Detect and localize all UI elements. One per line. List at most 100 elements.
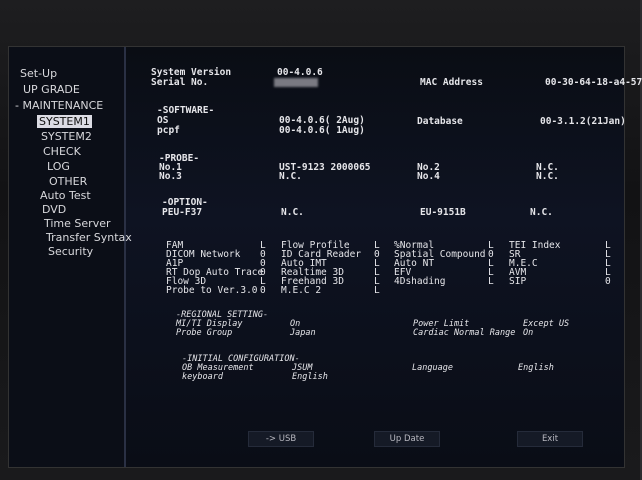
nav-log[interactable]: LOG: [47, 160, 70, 173]
feature-name: Probe to Ver.3.0: [166, 285, 258, 296]
mac-address-value: 00-30-64-18-a4-57: [545, 77, 642, 88]
probe-no2-value: N.C.: [536, 162, 559, 173]
eu-label: EU-9151B: [420, 207, 466, 218]
nav-transfer-syntax[interactable]: Transfer Syntax: [46, 231, 132, 244]
cardiac-range-value: On: [523, 328, 534, 338]
feature-flag: L: [260, 240, 266, 251]
feature-name: Freehand 3D: [281, 276, 344, 287]
feature-flag: L: [374, 285, 380, 296]
feature-name: M.E.C 2: [281, 285, 322, 296]
probe-no1-label: No.1: [159, 162, 182, 173]
feature-flag: 0: [374, 249, 380, 260]
feature-name: Spatial Compound: [394, 249, 486, 260]
probe-no3-label: No.3: [159, 171, 182, 182]
miti-value: On: [290, 319, 301, 329]
sidebar: Set-Up UP GRADE - MAINTENANCE SYSTEM1 SY…: [9, 47, 132, 467]
nav-other[interactable]: OTHER: [49, 175, 88, 188]
nav-time-server[interactable]: Time Server: [44, 217, 111, 230]
cardiac-range-label: Cardiac Normal Range: [413, 328, 516, 338]
serial-no-redacted: [274, 78, 318, 87]
feature-flag: 0: [488, 249, 494, 260]
keyboard-label: keyboard: [182, 372, 223, 382]
os-value: 00-4.0.6( 2Aug): [279, 115, 365, 126]
usb-button[interactable]: -> USB: [248, 431, 314, 447]
probe-no2-label: No.2: [417, 162, 440, 173]
language-value: English: [518, 363, 554, 373]
feature-flag: 0: [605, 276, 611, 287]
feature-flag: L: [374, 258, 380, 269]
probe-header: -PROBE-: [159, 153, 200, 164]
feature-name: ID Card Reader: [281, 249, 362, 260]
feature-flag: L: [605, 258, 611, 269]
software-header: -SOFTWARE-: [157, 105, 215, 116]
eu-value: N.C.: [530, 207, 553, 218]
feature-name: DICOM Network: [166, 249, 241, 260]
nav-upgrade[interactable]: UP GRADE: [23, 83, 80, 96]
feature-flag: L: [488, 258, 494, 269]
nav-dvd[interactable]: DVD: [42, 203, 67, 216]
feature-name: TEI Index: [509, 240, 561, 251]
feature-name: AVM: [509, 267, 527, 278]
feature-flag: L: [605, 267, 611, 278]
serial-no-label: Serial No.: [151, 77, 209, 88]
feature-name: EFV: [394, 267, 412, 278]
screen: Set-Up UP GRADE - MAINTENANCE SYSTEM1 SY…: [8, 46, 642, 468]
feature-flag: L: [374, 267, 380, 278]
feature-name: RT Dop Auto Trace: [166, 267, 264, 278]
nav-system2[interactable]: SYSTEM2: [41, 130, 92, 143]
feature-flag: L: [488, 240, 494, 251]
feature-flag: L: [260, 276, 266, 287]
system-version-label: System Version: [151, 67, 232, 78]
power-limit-value: Except US: [523, 319, 570, 329]
feature-name: 4Dshading: [394, 276, 446, 287]
feature-name: FAM: [166, 240, 184, 251]
feature-name: Auto NT: [394, 258, 435, 269]
nav-maintenance[interactable]: - MAINTENANCE: [15, 99, 104, 112]
pcpf-label: pcpf: [157, 125, 180, 136]
pcpf-value: 00-4.0.6( 1Aug): [279, 125, 365, 136]
keyboard-value: English: [292, 372, 328, 382]
feature-name: M.E.C: [509, 258, 538, 269]
database-value: 00-3.1.2(21Jan): [540, 116, 626, 127]
feature-flag: 0: [260, 249, 266, 260]
feature-name: Realtime 3D: [281, 267, 344, 278]
probe-no4-label: No.4: [417, 171, 440, 182]
feature-flag: 0: [260, 267, 266, 278]
initial-config-header: -INITIAL CONFIGURATION-: [182, 354, 300, 364]
peu-label: PEU-F37: [162, 207, 203, 218]
system-version-value: 00-4.0.6: [277, 67, 323, 78]
nav-system1[interactable]: SYSTEM1: [37, 115, 92, 128]
probe-group-value: Japan: [290, 328, 316, 338]
feature-flag: L: [605, 240, 611, 251]
content-panel: System Version 00-4.0.6 Serial No. MAC A…: [124, 47, 642, 467]
feature-flag: L: [374, 276, 380, 287]
database-label: Database: [417, 116, 463, 127]
feature-flag: L: [374, 240, 380, 251]
feature-flag: L: [488, 276, 494, 287]
feature-name: %Normal: [394, 240, 435, 251]
feature-name: A1P: [166, 258, 184, 269]
feature-name: Flow 3D: [166, 276, 207, 287]
ob-measurement-label: OB Measurement: [182, 363, 254, 373]
feature-name: Auto IMT: [281, 258, 327, 269]
feature-flag: L: [605, 249, 611, 260]
peu-value: N.C.: [281, 207, 304, 218]
probe-group-label: Probe Group: [176, 328, 233, 338]
probe-no1-value: UST-9123 2000065: [279, 162, 371, 173]
nav-check[interactable]: CHECK: [43, 145, 81, 158]
os-label: OS: [157, 115, 169, 126]
feature-name: Flow Profile: [281, 240, 350, 251]
language-label: Language: [412, 363, 453, 373]
probe-no4-value: N.C.: [536, 171, 559, 182]
nav-auto-test[interactable]: Auto Test: [40, 189, 91, 202]
nav-setup[interactable]: Set-Up: [20, 67, 58, 80]
feature-name: SR: [509, 249, 521, 260]
feature-name: SIP: [509, 276, 527, 287]
update-button[interactable]: Up Date: [374, 431, 440, 447]
nav-security[interactable]: Security: [48, 245, 94, 258]
power-limit-label: Power Limit: [413, 319, 470, 329]
feature-flag: 0: [260, 258, 266, 269]
feature-flag: L: [488, 267, 494, 278]
exit-button[interactable]: Exit: [517, 431, 583, 447]
regional-header: -REGIONAL SETTING-: [176, 310, 269, 320]
